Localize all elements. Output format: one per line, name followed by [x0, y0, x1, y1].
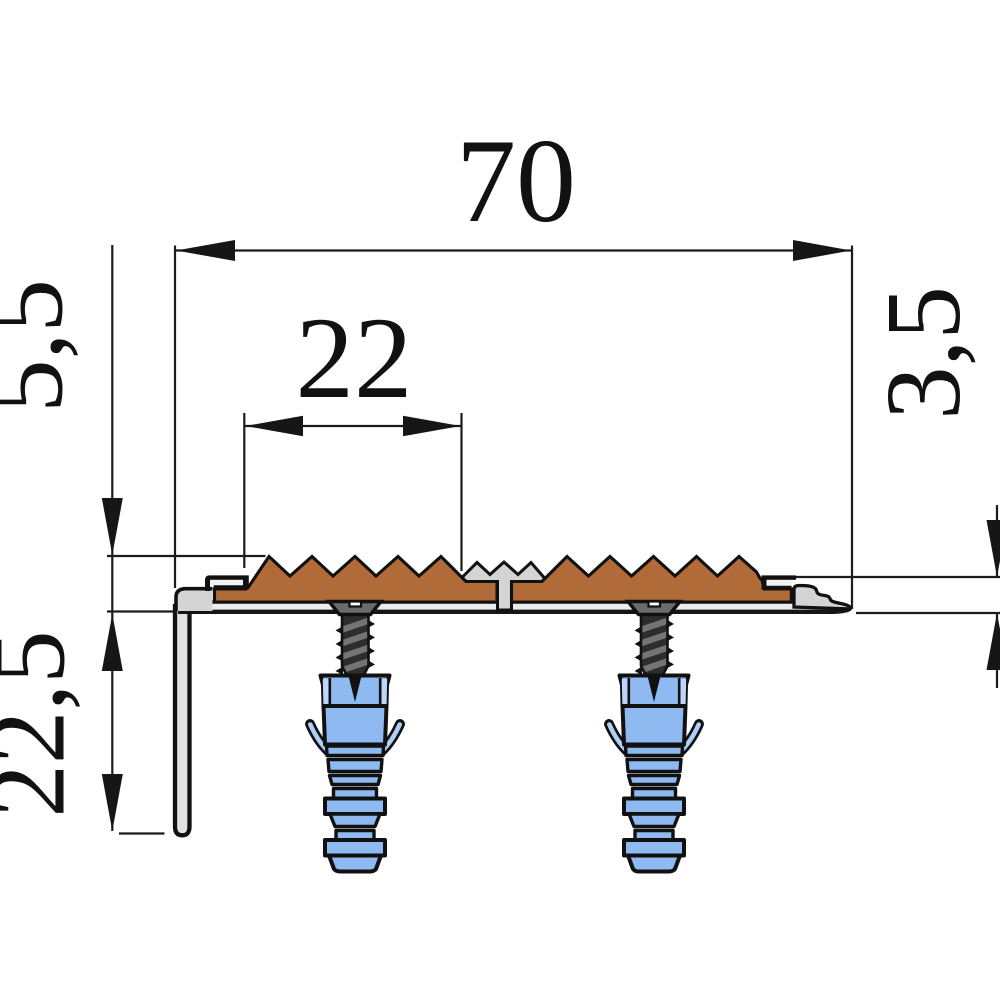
svg-text:22,5: 22,5: [0, 630, 88, 817]
svg-text:22: 22: [296, 294, 413, 423]
svg-text:3,5: 3,5: [865, 286, 983, 420]
svg-text:70: 70: [456, 114, 576, 247]
svg-text:5,5: 5,5: [0, 279, 86, 413]
